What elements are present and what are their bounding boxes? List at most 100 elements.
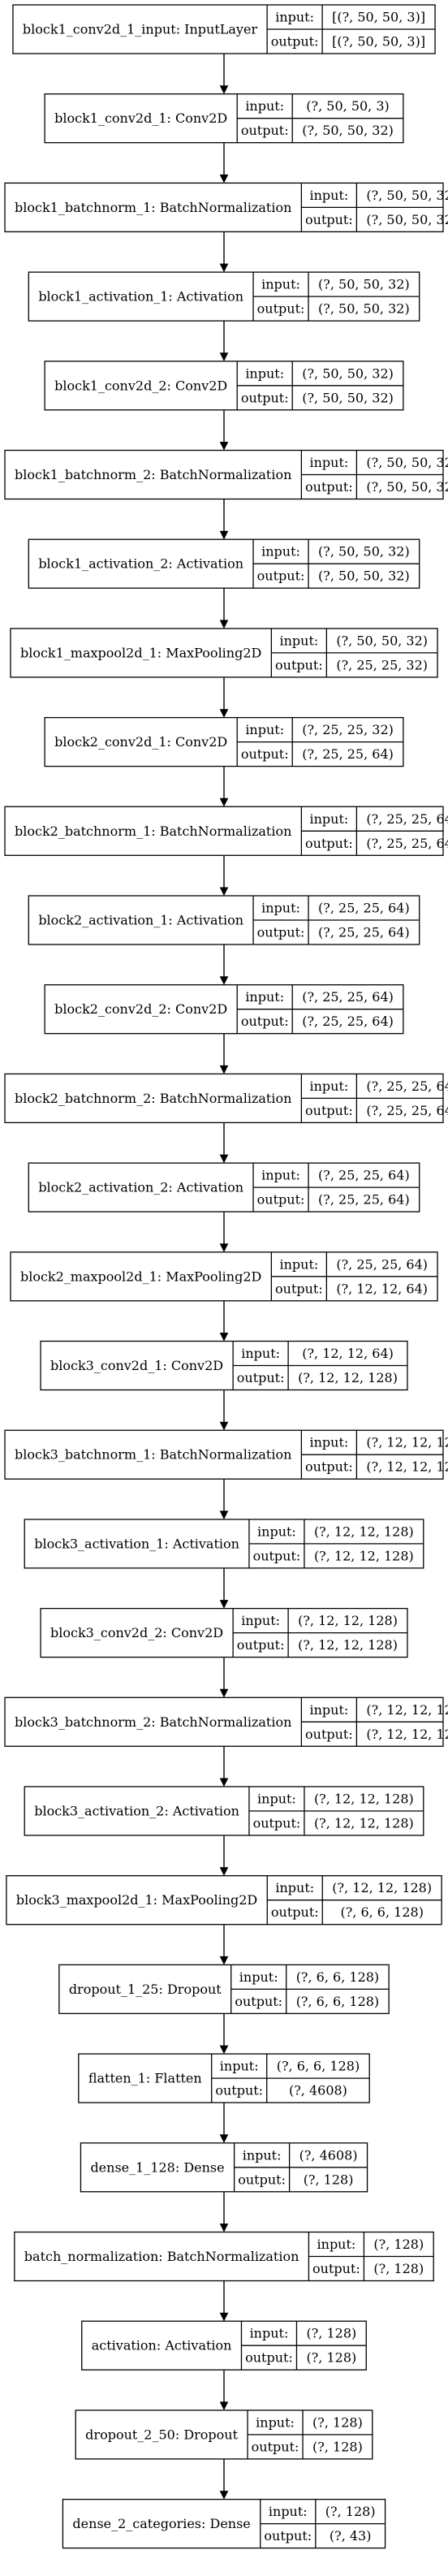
output-label: output: xyxy=(305,836,353,851)
output-label: output: xyxy=(271,1904,319,1920)
layer-node: block1_conv2d_1_input: InputLayer input: o… xyxy=(12,4,436,54)
arrowhead xyxy=(219,1333,229,1342)
input-shape: (?, 50, 50, 32) xyxy=(366,455,448,470)
input-label: input: xyxy=(309,1078,348,1094)
output-label: output: xyxy=(305,1459,353,1475)
output-shape: (?, 25, 25, 64) xyxy=(302,1014,394,1029)
output-label: output: xyxy=(275,657,323,672)
layer-node: block2_conv2d_1: Conv2Dinput:output:(?, … xyxy=(44,716,404,767)
layer-name: block1_conv2d_1_input: InputLayer xyxy=(23,22,258,37)
layer-name: block3_activation_1: Activation xyxy=(34,1536,239,1551)
arrowhead xyxy=(219,976,229,985)
layer-name: block2_batchnorm_1: BatchNormalization xyxy=(15,823,291,839)
layer-nodes: block1_conv2d_1_input: InputLayer input: o… xyxy=(4,4,448,2549)
output-shape: (?, 43) xyxy=(330,2528,372,2544)
layer-node: block3_batchnorm_2: BatchNormalization in… xyxy=(4,1696,448,1747)
output-shape: (?, 12, 12, 128) xyxy=(366,1459,448,1475)
layer-node: block3_conv2d_2: Conv2Dinput:output:(?, … xyxy=(40,1607,408,1658)
input-label: input: xyxy=(275,10,314,25)
output-label: output: xyxy=(253,1816,301,1831)
input-shape: (?, 12, 12, 128) xyxy=(366,1435,448,1450)
layer-name: batch_normalization: BatchNormalization xyxy=(24,2249,299,2264)
layer-name: block1_conv2d_1: Conv2D xyxy=(54,110,227,126)
arrowhead xyxy=(219,1511,229,1520)
input-label: input: xyxy=(261,277,300,292)
input-shape: (?, 12, 12, 128) xyxy=(298,1613,398,1628)
layer-node: block3_activation_2: Activation input: out… xyxy=(24,1786,424,1836)
arrowhead xyxy=(219,1243,229,1252)
layer-node: block2_batchnorm_1: BatchNormalization in… xyxy=(4,806,448,856)
layer-node: block2_batchnorm_2: BatchNormalization in… xyxy=(4,1073,448,1124)
output-label: output: xyxy=(312,2261,360,2276)
input-label: input: xyxy=(257,1524,296,1539)
arrowhead xyxy=(219,797,229,807)
output-shape: [(?, 50, 50, 3)] xyxy=(332,34,425,50)
layer-name: flatten_1: Flatten xyxy=(88,2071,202,2086)
input-label: input: xyxy=(309,811,348,827)
output-shape: (?, 12, 12, 64) xyxy=(336,1281,428,1296)
layer-name: block1_maxpool2d_1: MaxPooling2D xyxy=(20,645,261,660)
input-label: input: xyxy=(250,2326,289,2341)
layer-name: block1_activation_2: Activation xyxy=(38,556,243,572)
input-shape: (?, 12, 12, 128) xyxy=(314,1524,414,1539)
arrowhead xyxy=(219,620,229,629)
output-label: output: xyxy=(257,1192,305,1208)
input-label: input: xyxy=(245,989,284,1005)
output-label: output: xyxy=(241,123,289,138)
arrowhead xyxy=(219,174,229,184)
layer-node: block2_activation_2: Activationinput:out… xyxy=(28,1162,420,1212)
output-shape: (?, 12, 12, 128) xyxy=(366,1727,448,1742)
output-shape: (?, 12, 12, 128) xyxy=(298,1370,398,1385)
layer-name: block1_conv2d_2: Conv2D xyxy=(54,378,227,393)
input-shape: (?, 12, 12, 128) xyxy=(366,1702,448,1718)
input-shape: (?, 6, 6, 128) xyxy=(296,1969,379,1985)
input-shape: (?, 12, 12, 64) xyxy=(302,1346,394,1361)
output-shape: (?, 4608) xyxy=(289,2083,347,2098)
arrowhead xyxy=(219,1600,229,1609)
layer-name: block3_batchnorm_2: BatchNormalization xyxy=(15,1714,291,1730)
arrowhead xyxy=(219,709,229,718)
arrowhead xyxy=(219,2312,229,2322)
input-shape: (?, 128) xyxy=(373,2237,424,2252)
output-shape: (?, 25, 25, 64) xyxy=(302,746,394,762)
input-label: input: xyxy=(257,1792,296,1807)
input-label: input: xyxy=(309,1702,348,1718)
layer-name: block2_batchnorm_2: BatchNormalization xyxy=(15,1091,291,1106)
output-label: output: xyxy=(215,2083,263,2098)
input-label: input: xyxy=(279,1256,318,1272)
layer-node: block3_activation_1: Activationinput:out… xyxy=(24,1519,424,1569)
input-label: input: xyxy=(220,2059,259,2074)
output-label: output: xyxy=(237,1637,285,1653)
layer-node: dense_2_categories: Denseinput:output:(?… xyxy=(62,2498,386,2549)
output-shape: (?, 25, 25, 64) xyxy=(366,836,448,851)
layer-node: block1_conv2d_2: Conv2Dinput:output:(?, … xyxy=(44,361,404,411)
arrowhead xyxy=(219,1956,229,1965)
arrowhead xyxy=(219,1154,229,1164)
input-shape: (?, 50, 50, 32) xyxy=(318,277,410,292)
layer-node: block3_conv2d_1: Conv2Dinput:output:(?, … xyxy=(40,1340,408,1391)
input-shape: (?, 25, 25, 64) xyxy=(366,811,448,827)
output-label: output: xyxy=(264,2528,312,2544)
output-shape: (?, 12, 12, 128) xyxy=(314,1816,414,1831)
layer-name: block2_activation_1: Activation xyxy=(38,913,243,928)
output-shape: (?, 50, 50, 32) xyxy=(302,123,394,138)
input-label: input: xyxy=(309,455,348,470)
output-label: output: xyxy=(271,34,319,50)
output-label: output: xyxy=(275,1281,323,1296)
output-shape: (?, 50, 50, 32) xyxy=(318,301,410,317)
layer-name: block3_conv2d_2: Conv2D xyxy=(50,1625,223,1640)
layer-node: block1_maxpool2d_1: MaxPooling2Dinput:ou… xyxy=(10,628,438,678)
input-shape: (?, 25, 25, 64) xyxy=(318,1168,410,1183)
output-label: output: xyxy=(305,479,353,495)
layer-node: block1_batchnorm_1: BatchNormalizationin… xyxy=(4,182,448,233)
arrowhead xyxy=(219,2224,229,2232)
layer-name: dense_1_128: Dense xyxy=(90,2159,224,2175)
input-label: input: xyxy=(256,2414,295,2430)
layer-node: block2_maxpool2d_1: MaxPooling2Dinput:ou… xyxy=(10,1251,438,1302)
input-label: input: xyxy=(243,2147,282,2163)
layer-name: block3_activation_2: Activation xyxy=(34,1804,239,1819)
output-shape: (?, 50, 50, 32) xyxy=(318,568,410,584)
